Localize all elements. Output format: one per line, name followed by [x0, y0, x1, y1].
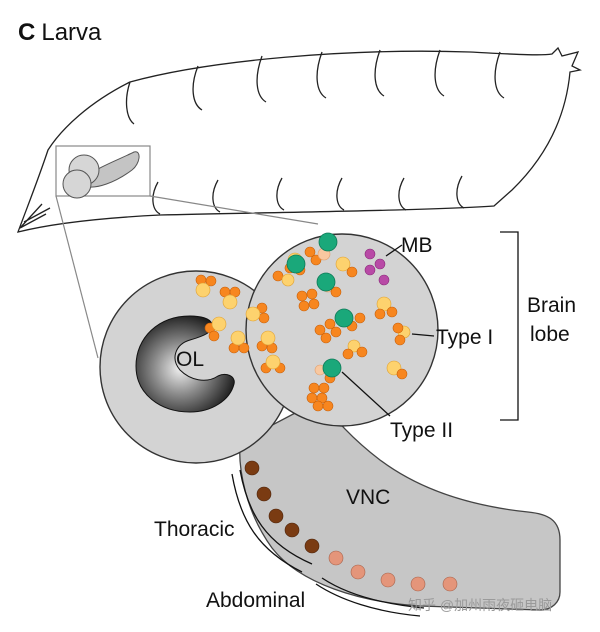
- type-i-neuroblasts-left: [195, 274, 286, 374]
- ol-label: OL: [176, 348, 204, 371]
- vnc-shape: [239, 399, 561, 611]
- vnc-label: VNC: [346, 486, 390, 509]
- mushroom-body-neuroblasts: [364, 248, 390, 286]
- brain-lobe-label-line1: Brain: [527, 294, 576, 317]
- brain-lobe-label-line2: lobe: [530, 323, 570, 346]
- watermark: 知乎 @加州雨夜砸电脑: [408, 597, 552, 613]
- right-brain-hemisphere: [245, 233, 439, 427]
- larva-outline-icon: [16, 46, 582, 233]
- left-brain-hemisphere: [99, 270, 293, 464]
- leader-lines: [231, 231, 519, 617]
- abdominal-label: Abdominal: [206, 589, 305, 612]
- type-i-label: Type I: [436, 326, 493, 349]
- thoracic-neuroblasts: [244, 460, 320, 554]
- abdominal-neuroblasts: [328, 550, 458, 592]
- type-ii-label: Type II: [390, 419, 453, 442]
- mb-label: MB: [401, 234, 433, 257]
- thoracic-label: Thoracic: [154, 518, 235, 541]
- zoom-lines: [55, 195, 319, 359]
- type-ii-neuroblasts: [286, 232, 354, 378]
- mini-brain-icon: [55, 145, 151, 199]
